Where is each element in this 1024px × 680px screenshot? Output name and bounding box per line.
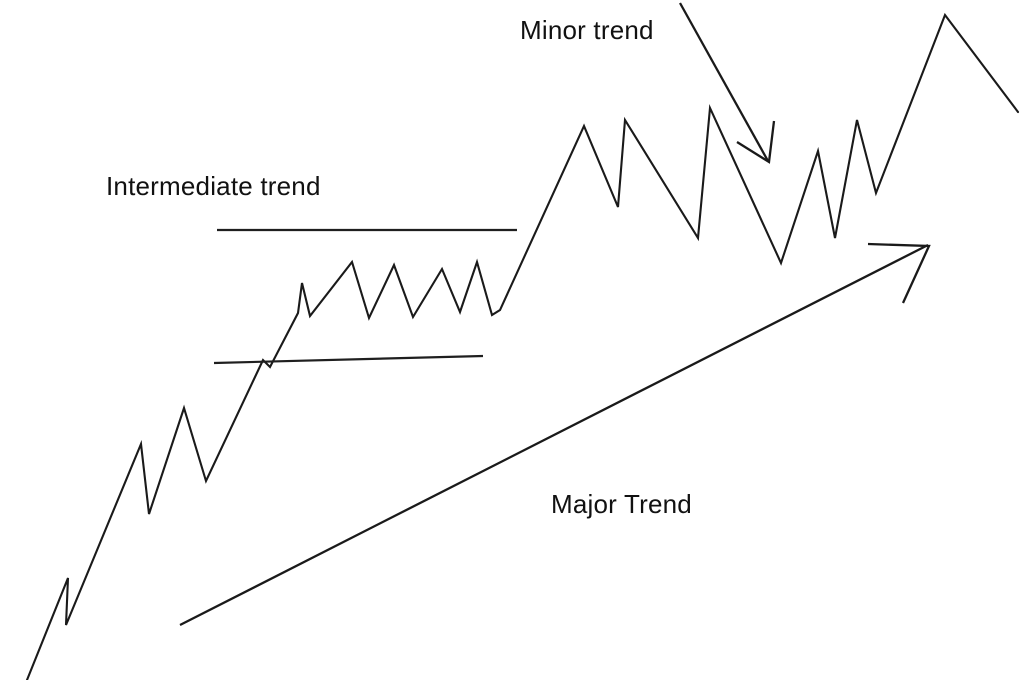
major-trend-label: Major Trend	[551, 489, 692, 519]
minor-trend-label: Minor trend	[520, 15, 654, 45]
major-trend-arrow	[179, 242, 931, 627]
price-zigzag-path	[25, 12, 1020, 680]
minor-trend-arrow	[678, 2, 776, 164]
minor-trend-arrow-head	[736, 120, 776, 164]
minor-trend-arrow-shaft	[678, 2, 770, 162]
major-trend-arrow-head	[867, 242, 931, 304]
intermediate-channel-lower-line	[213, 354, 484, 365]
major-trend-arrow-shaft	[179, 243, 929, 627]
intermediate-trend-label: Intermediate trend	[106, 171, 321, 201]
